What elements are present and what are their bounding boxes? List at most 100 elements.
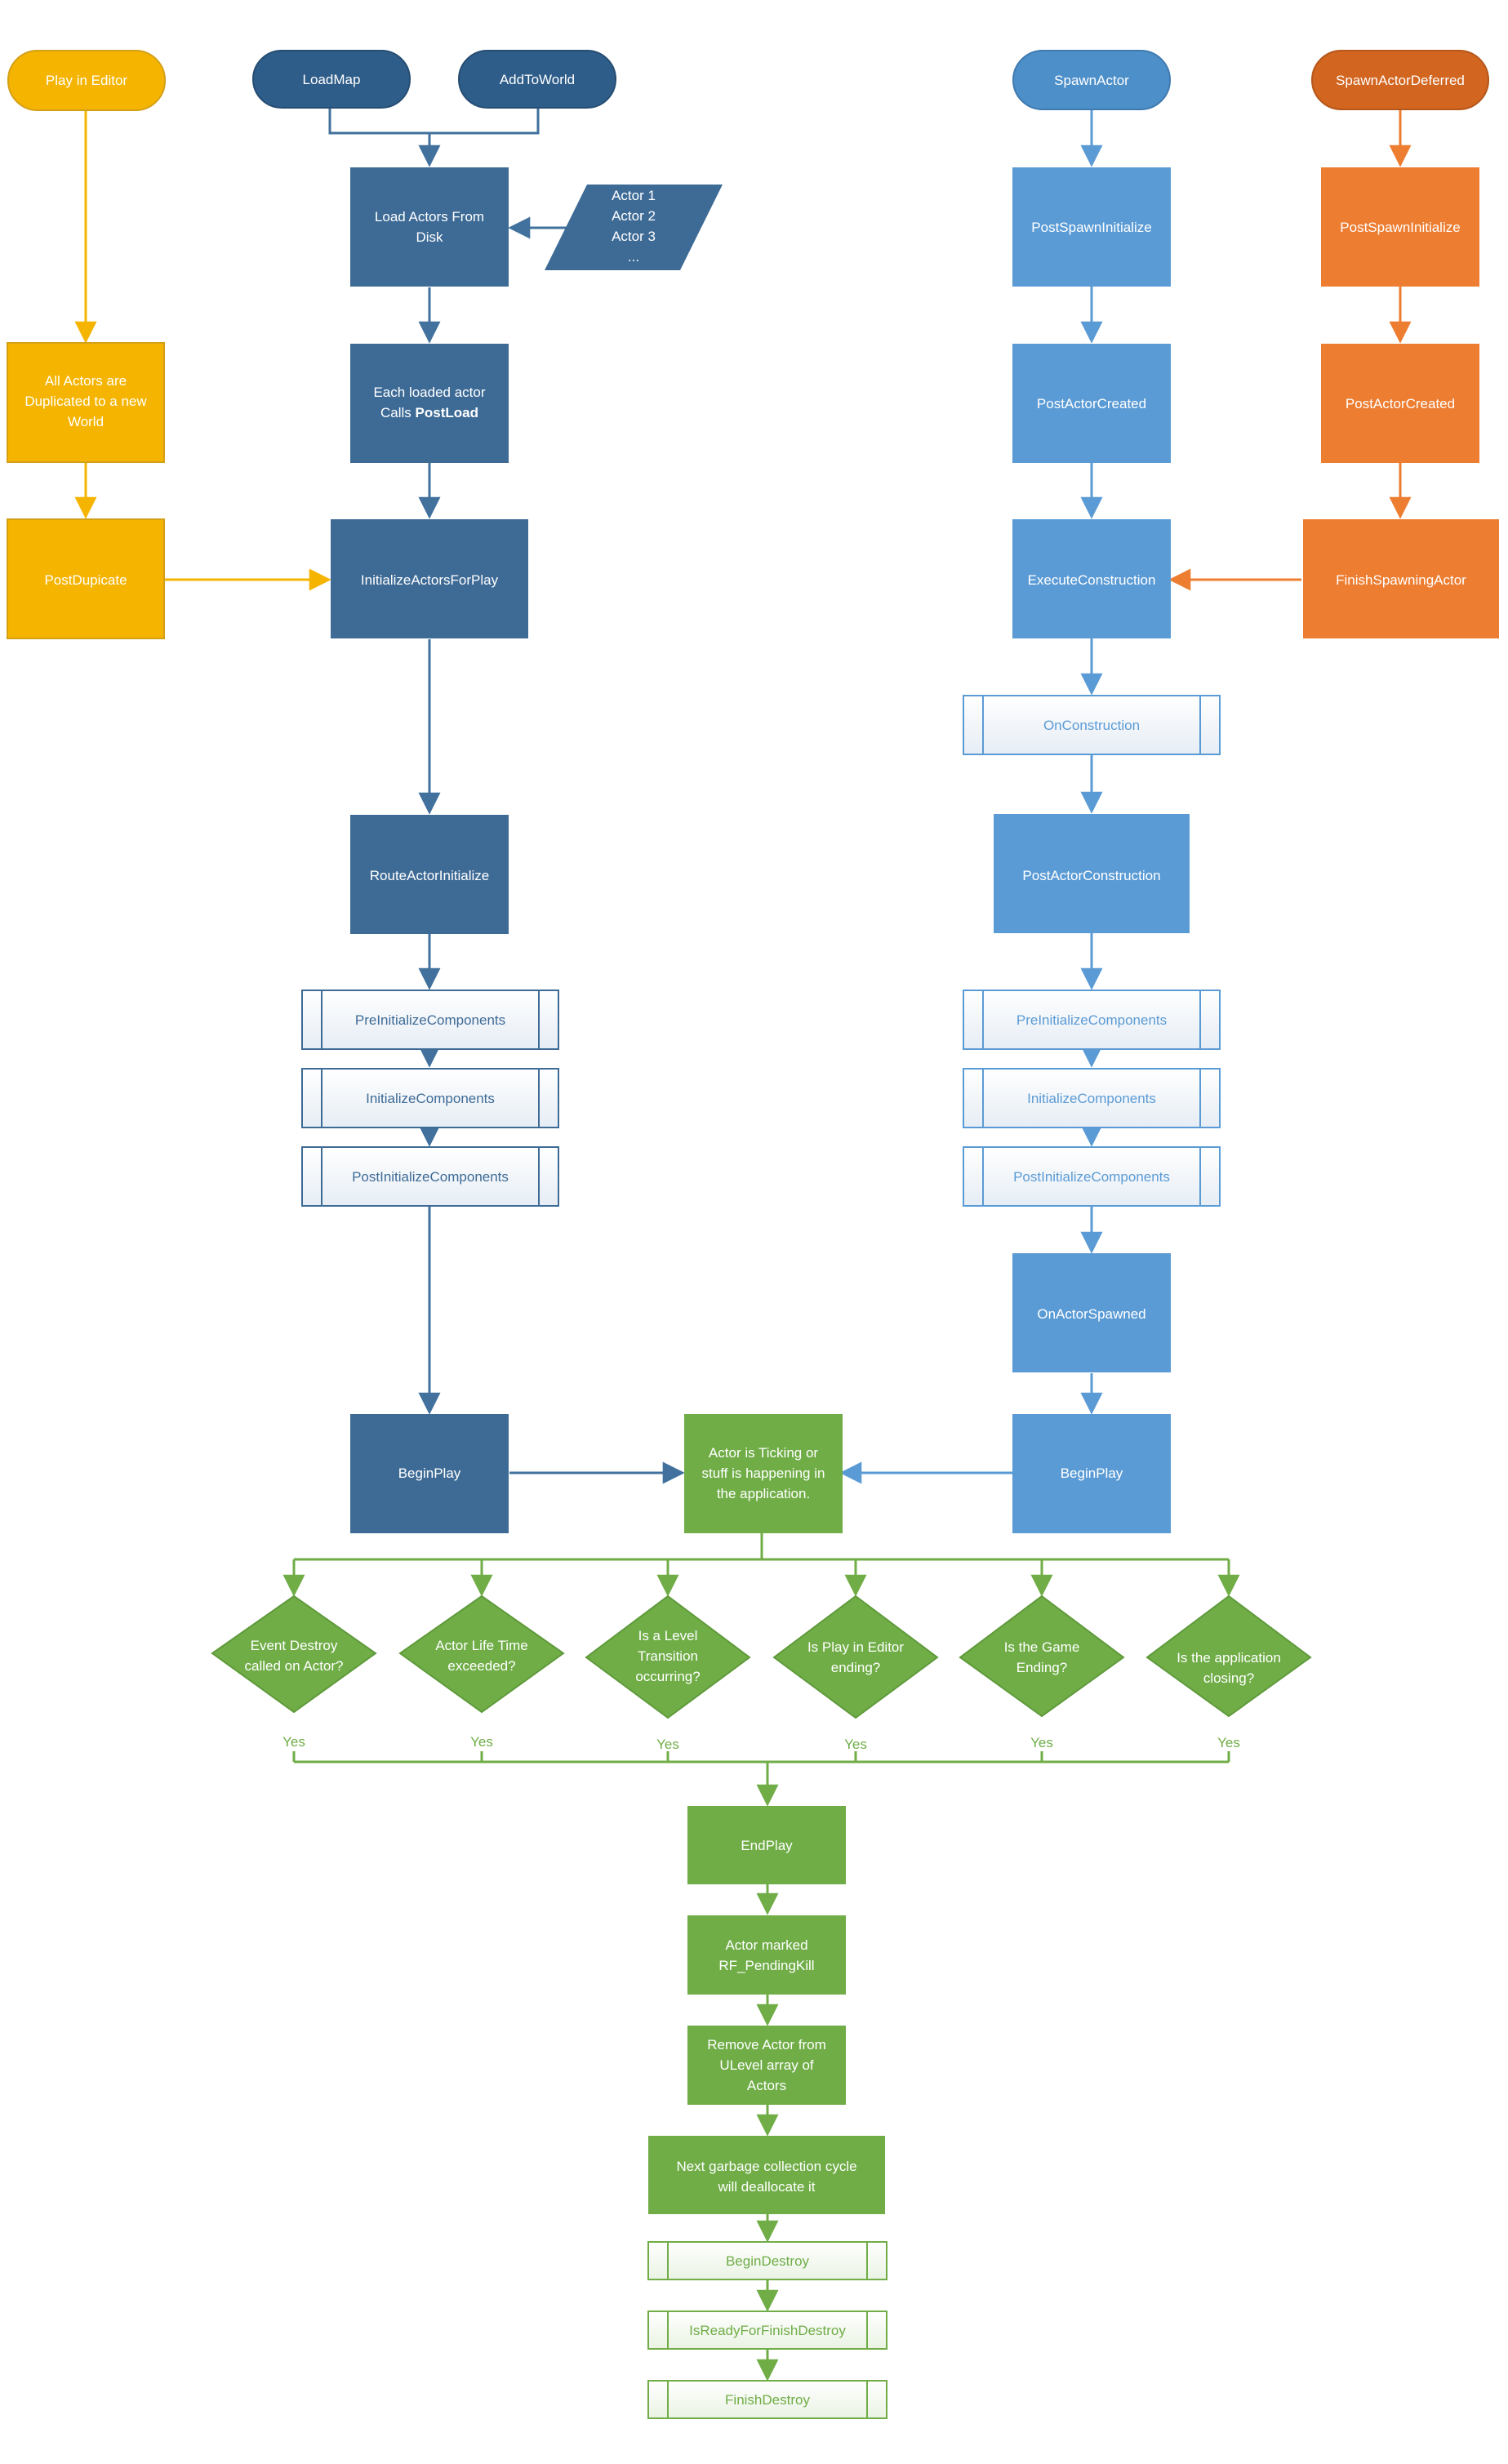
- node-spawn-beginplay: BeginPlay: [1012, 1414, 1171, 1533]
- node-load-beginplay-label: BeginPlay: [398, 1466, 461, 1481]
- decision-app-closing-line-2: closing?: [1203, 1670, 1254, 1686]
- node-route-actor-init: RouteActorInitialize: [350, 815, 509, 934]
- start-add-to-world: AddToWorld: [458, 50, 616, 109]
- node-actor-list-line-3: Actor 3: [612, 229, 656, 244]
- start-spawn-actor-deferred-label: SpawnActorDeferred: [1336, 73, 1465, 88]
- node-spawn-created-label: PostActorCreated: [1037, 396, 1146, 411]
- sub-load-preinit-label: PreInitializeComponents: [355, 1012, 505, 1028]
- decision-pie-ending-line-2: ending?: [831, 1660, 881, 1675]
- node-remove-actor-line-1: Remove Actor from: [707, 2037, 826, 2053]
- sub-load-postinit: PostInitializeComponents: [301, 1146, 559, 1207]
- node-each-loaded-calls: Calls: [380, 405, 416, 420]
- node-load-beginplay: BeginPlay: [350, 1414, 509, 1533]
- node-ticking-line-3: the application.: [717, 1486, 810, 1501]
- decision-level-transition-yes: Yes: [656, 1737, 679, 1752]
- node-deferred-created: PostActorCreated: [1321, 344, 1479, 463]
- decision-life-time-line-1: Actor Life Time: [435, 1638, 527, 1653]
- node-duplicated-line-2: Duplicated to a new: [24, 394, 147, 409]
- sub-spawn-init-label: InitializeComponents: [1027, 1091, 1156, 1106]
- node-post-actor-construction: PostActorConstruction: [994, 814, 1190, 933]
- sub-spawn-postinit: PostInitializeComponents: [963, 1146, 1221, 1207]
- node-pending-kill-line-1: Actor marked: [725, 1937, 807, 1953]
- start-play-in-editor: Play in Editor: [7, 50, 166, 111]
- node-actor-list-line-1: Actor 1: [612, 188, 656, 203]
- sub-begin-destroy-label: BeginDestroy: [726, 2253, 810, 2269]
- node-spawn-postspawn: PostSpawnInitialize: [1012, 167, 1171, 287]
- node-remove-actor: Remove Actor from ULevel array of Actors: [687, 2026, 846, 2105]
- sub-load-preinit: PreInitializeComponents: [301, 990, 559, 1050]
- start-load-map-label: LoadMap: [303, 72, 361, 87]
- decision-app-closing: Is the application closing? Yes: [1145, 1594, 1312, 1750]
- node-end-play: EndPlay: [687, 1806, 846, 1884]
- node-garbage-line-1: Next garbage collection cycle: [676, 2159, 856, 2174]
- node-each-loaded-postload: PostLoad: [416, 405, 478, 420]
- node-load-from-disk: Load Actors From Disk: [350, 167, 509, 287]
- decision-game-ending-line-1: Is the Game: [1004, 1639, 1080, 1655]
- node-each-loaded-line-1: Each loaded actor: [373, 385, 485, 400]
- node-on-actor-spawned-label: OnActorSpawned: [1037, 1306, 1145, 1322]
- node-end-play-label: EndPlay: [741, 1838, 793, 1853]
- decision-event-destroy-line-1: Event Destroy: [251, 1638, 338, 1653]
- node-duplicated-line-3: World: [68, 414, 104, 429]
- node-init-actors-for-play: InitializeActorsForPlay: [331, 519, 528, 638]
- decision-life-time: Actor Life Time exceeded? Yes: [398, 1594, 565, 1750]
- connectors: [74, 108, 1412, 2382]
- sub-spawn-init: InitializeComponents: [963, 1068, 1221, 1128]
- node-execute-construction: ExecuteConstruction: [1012, 519, 1171, 638]
- sub-is-ready: IsReadyForFinishDestroy: [647, 2311, 887, 2350]
- decision-level-transition-line-3: occurring?: [635, 1669, 700, 1684]
- node-ticking-line-1: Actor is Ticking or: [709, 1445, 818, 1461]
- node-duplicated: All Actors are Duplicated to a new World: [7, 342, 165, 463]
- edge-loadmap-merge: [328, 108, 429, 135]
- node-each-loaded-line-2: Calls PostLoad: [380, 405, 478, 420]
- sub-on-construction: OnConstruction: [963, 695, 1221, 755]
- decision-game-ending-yes: Yes: [1030, 1735, 1053, 1750]
- node-remove-actor-line-2: ULevel array of: [719, 2057, 814, 2073]
- decision-game-ending-line-2: Ending?: [1016, 1660, 1067, 1675]
- start-spawn-actor-label: SpawnActor: [1054, 73, 1129, 88]
- decision-event-destroy-yes: Yes: [282, 1734, 305, 1750]
- decision-pie-ending-line-1: Is Play in Editor: [807, 1639, 904, 1655]
- node-duplicated-line-1: All Actors are: [45, 373, 127, 389]
- node-post-duplicate: PostDupicate: [7, 518, 165, 639]
- decision-life-time-line-2: exceeded?: [447, 1658, 515, 1674]
- decision-level-transition-line-1: Is a Level: [638, 1628, 698, 1643]
- decision-event-destroy-line-2: called on Actor?: [245, 1658, 344, 1674]
- decision-event-destroy: Event Destroy called on Actor? Yes: [211, 1594, 377, 1750]
- node-load-from-disk-line-1: Load Actors From: [375, 209, 484, 225]
- sub-load-init: InitializeComponents: [301, 1068, 559, 1128]
- node-execute-construction-label: ExecuteConstruction: [1028, 572, 1156, 588]
- sub-on-construction-label: OnConstruction: [1043, 718, 1140, 733]
- node-deferred-created-label: PostActorCreated: [1346, 396, 1455, 411]
- node-pending-kill: Actor marked RF_PendingKill: [687, 1915, 846, 1995]
- node-actor-list-line-2: Actor 2: [612, 208, 656, 224]
- start-spawn-actor: SpawnActor: [1012, 50, 1171, 110]
- decision-app-closing-line-1: Is the application: [1177, 1650, 1281, 1666]
- node-route-actor-init-label: RouteActorInitialize: [370, 868, 489, 883]
- decision-app-closing-yes: Yes: [1217, 1735, 1240, 1750]
- node-spawn-created: PostActorCreated: [1012, 344, 1171, 463]
- decision-game-ending: Is the Game Ending? Yes: [959, 1594, 1125, 1750]
- sub-finish-destroy: FinishDestroy: [647, 2380, 887, 2419]
- node-load-from-disk-line-2: Disk: [416, 229, 443, 245]
- decision-pie-ending: Is Play in Editor ending? Yes: [772, 1594, 939, 1752]
- start-add-to-world-label: AddToWorld: [500, 72, 575, 87]
- node-each-loaded: Each loaded actor Calls PostLoad: [350, 344, 509, 463]
- node-deferred-postspawn-label: PostSpawnInitialize: [1340, 220, 1460, 235]
- decision-level-transition: Is a Level Transition occurring? Yes: [585, 1594, 751, 1752]
- node-deferred-postspawn: PostSpawnInitialize: [1321, 167, 1479, 287]
- start-spawn-actor-deferred: SpawnActorDeferred: [1311, 50, 1489, 110]
- decision-pie-ending-yes: Yes: [844, 1737, 867, 1752]
- start-play-in-editor-label: Play in Editor: [46, 73, 127, 88]
- sub-spawn-preinit: PreInitializeComponents: [963, 990, 1221, 1050]
- node-actor-list-line-4: ...: [628, 249, 639, 265]
- sub-is-ready-label: IsReadyForFinishDestroy: [689, 2323, 846, 2338]
- node-post-duplicate-label: PostDupicate: [44, 572, 127, 588]
- sub-spawn-postinit-label: PostInitializeComponents: [1013, 1169, 1170, 1185]
- sub-begin-destroy: BeginDestroy: [647, 2241, 887, 2280]
- node-spawn-beginplay-label: BeginPlay: [1061, 1466, 1123, 1481]
- decision-level-transition-line-2: Transition: [638, 1648, 698, 1664]
- decision-life-time-yes: Yes: [470, 1734, 493, 1750]
- sub-spawn-preinit-label: PreInitializeComponents: [1016, 1012, 1167, 1028]
- sub-load-postinit-label: PostInitializeComponents: [352, 1169, 509, 1185]
